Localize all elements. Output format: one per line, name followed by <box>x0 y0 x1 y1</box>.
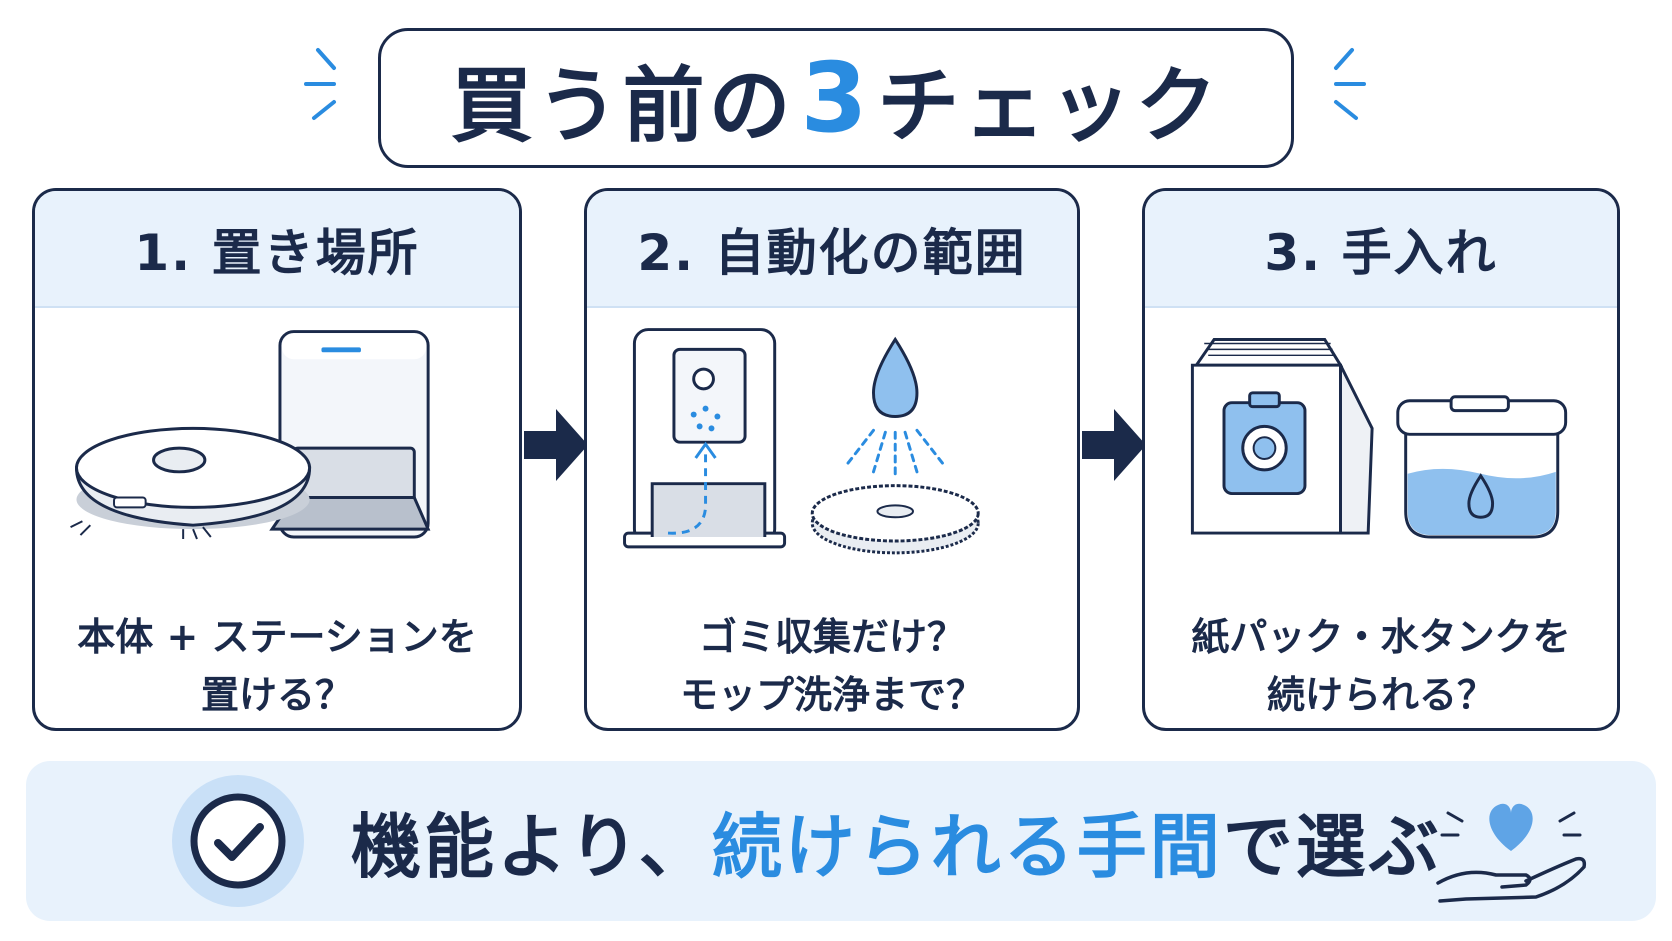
title-suffix: チェック <box>877 58 1222 154</box>
arrow-right-icon <box>524 409 588 481</box>
card-question: ゴミ収集だけ？ モップ洗浄まで？ <box>587 601 1077 728</box>
dust-bag-icon <box>1190 338 1374 535</box>
card-question-line: ゴミ収集だけ？ <box>698 615 965 659</box>
robot-and-dock-illustration <box>70 330 431 540</box>
card-heading: 3. 手入れ <box>1145 191 1617 308</box>
card-maintenance: 3. 手入れ 紙パック・水タンクを 続けられる？ <box>1142 188 1620 731</box>
dust-bin-icon <box>623 328 787 549</box>
heart-hand-icon <box>1436 803 1587 903</box>
card-question-line: 紙パック・水タンクを <box>1191 615 1571 659</box>
water-tank-icon <box>1396 395 1568 539</box>
title-number: 3 <box>800 42 872 154</box>
conclusion-text: 機能より、続けられる手間で選ぶ <box>351 761 1442 921</box>
card-heading: 2. 自動化の範囲 <box>587 191 1077 308</box>
conclusion-part2: で選ぶ <box>1222 805 1442 888</box>
conclusion-part1: 機能より、 <box>351 805 712 888</box>
water-drop-icon <box>872 336 919 418</box>
card-question-line: 本体 + ステーションを <box>77 615 477 659</box>
card-question: 本体 + ステーションを 置ける？ <box>35 601 519 728</box>
card-placement: 1. 置き場所 本体 + ステーションを 置ける？ <box>32 188 522 731</box>
conclusion-banner: 機能より、続けられる手間で選ぶ <box>26 761 1656 921</box>
title-prefix: 買う前の <box>450 58 795 154</box>
card-question: 紙パック・水タンクを 続けられる？ <box>1145 601 1617 728</box>
card-question-line: モップ洗浄まで？ <box>679 673 984 717</box>
card-question-line: 置ける？ <box>200 673 353 717</box>
mop-pad-icon <box>810 484 980 555</box>
card-heading: 1. 置き場所 <box>35 191 519 308</box>
checkmark-icon <box>172 775 304 907</box>
dust-and-mop-illustration <box>623 328 980 555</box>
dock-station-icon <box>269 330 431 539</box>
robot-vacuum-icon <box>70 426 312 540</box>
card-automation-scope: 2. 自動化の範囲 <box>584 188 1080 731</box>
card-question-line: 続けられる？ <box>1266 673 1495 717</box>
sparkle-right-icon <box>1334 48 1366 120</box>
conclusion-highlight: 続けられる手間 <box>711 805 1223 888</box>
bag-and-tank-illustration <box>1190 338 1568 539</box>
sparkle-left-icon <box>304 48 336 120</box>
arrow-right-icon <box>1082 409 1146 481</box>
